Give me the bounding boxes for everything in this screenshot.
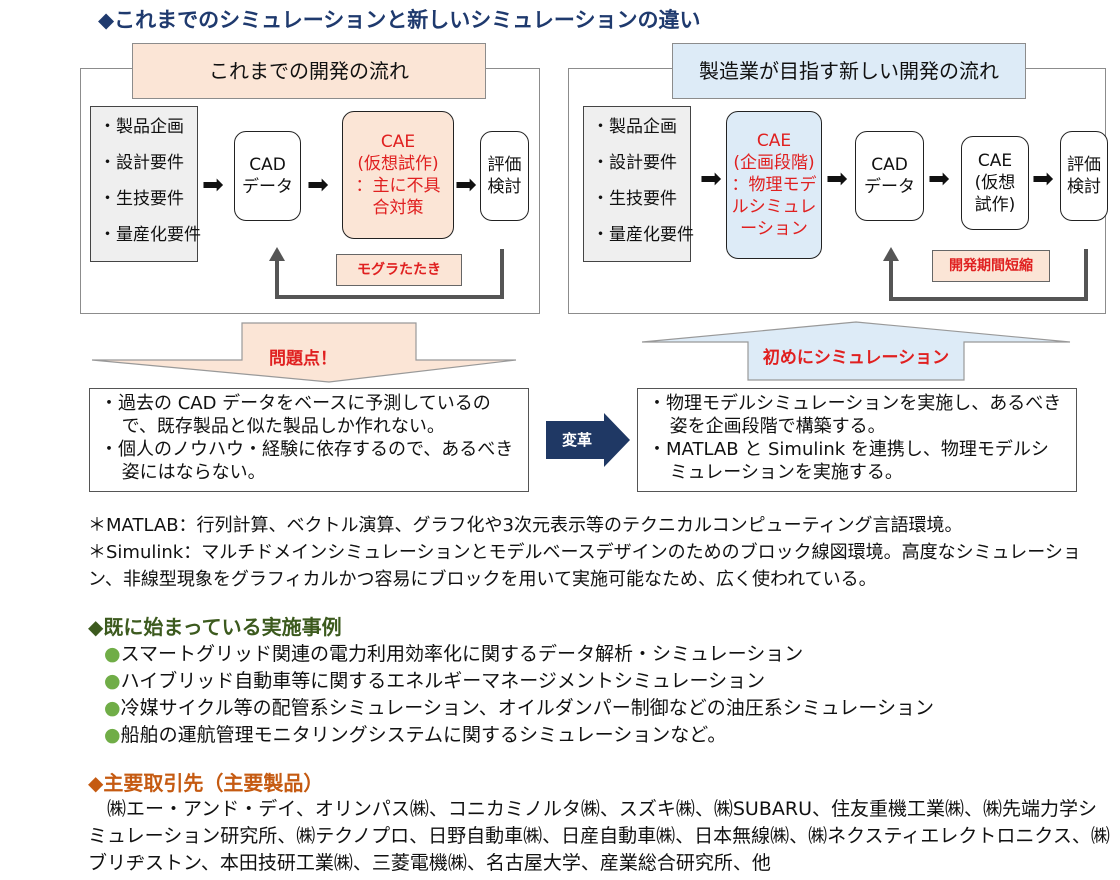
case-item: ●船舶の運航管理モニタリングシステムに関するシミュレーションなど。 — [104, 724, 727, 746]
clients-title: ◆主要取引先（主要製品） — [88, 771, 324, 795]
case-item: ●ハイブリッド自動車等に関するエネルギーマネージメントシミュレーション — [104, 670, 766, 692]
change-arrow — [546, 413, 630, 467]
cases-title: ◆既に始まっている実施事例 — [88, 615, 342, 639]
requirement-item: ・製品企画 — [99, 117, 184, 137]
problem-point: ・個人のノウハウ・経験に依存するので、あるべき姿にはならない。 — [100, 439, 514, 483]
requirement-item: ・設計要件 — [592, 153, 677, 173]
left-loop-label: モグラたたき — [336, 254, 462, 286]
right-cae-box: CAE (企画段階) ：物理モデ ルシミュレ ーション — [726, 111, 822, 259]
right-feedback-loop — [883, 247, 1088, 301]
arrow-right-icon: ➡ — [307, 170, 329, 200]
right-cad-box: CAD データ — [855, 131, 924, 221]
requirement-item: ・量産化要件 — [592, 225, 694, 245]
right-eval-box: 評価 検討 — [1060, 131, 1108, 221]
case-item: ●冷媒サイクル等の配管系シミュレーション、オイルダンパー制御などの油圧系シミュレ… — [104, 697, 934, 719]
arrow-right-icon: ➡ — [202, 170, 224, 200]
arrow-right-icon: ➡ — [455, 170, 477, 200]
bullet-icon: ● — [104, 670, 121, 692]
arrow-right-icon: ➡ — [700, 164, 722, 194]
requirement-item: ・生技要件 — [592, 189, 677, 209]
page-title: ◆これまでのシミュレーションと新しいシミュレーションの違い — [98, 8, 701, 32]
bullet-icon: ● — [104, 724, 121, 746]
problem-point: ・過去の CAD データをベースに予測しているので、既存製品と似た製品しか作れな… — [100, 393, 491, 437]
solution-point: ・物理モデルシミュレーションを実施し、あるべき姿を企画段階で構築する。 — [648, 393, 1062, 437]
right-flow-header: 製造業が目指す新しい開発の流れ — [672, 43, 1026, 99]
left-cae-box: CAE (仮想試作) ：主に不具 合対策 — [342, 111, 454, 239]
right-requirements-list: ・製品企画 ・設計要件 ・生技要件 ・量産化要件 — [583, 106, 694, 262]
arrow-right-icon: ➡ — [826, 164, 848, 194]
left-cad-box: CAD データ — [234, 131, 301, 221]
left-eval-box: 評価 検討 — [480, 131, 529, 221]
solution-point: ・MATLAB と Simulink を連携し、物理モデルシミュレーションを実施… — [648, 439, 1049, 483]
requirement-item: ・生技要件 — [99, 189, 184, 209]
solution-label: 初めにシミュレーション — [762, 348, 950, 368]
left-flow-header: これまでの開発の流れ — [132, 43, 486, 99]
simulink-note: ＊Simulink：マルチドメインシミュレーションとモデルベースデザインのための… — [88, 542, 1081, 590]
case-item: ●スマートグリッド関連の電力利用効率化に関するデータ解析・シミュレーション — [104, 643, 804, 665]
right-cae-trial-box: CAE (仮想 試作) — [961, 136, 1029, 230]
right-loop-label: 開発期間短縮 — [932, 250, 1050, 282]
problem-box: ・過去の CAD データをベースに予測しているので、既存製品と似た製品しか作れな… — [89, 388, 529, 492]
matlab-note: ＊MATLAB：行列計算、ベクトル演算、グラフ化や3次元表示等のテクニカルコンピ… — [88, 515, 963, 536]
bullet-icon: ● — [104, 643, 121, 665]
problem-down-arrow — [91, 322, 517, 383]
change-label: 変革 — [561, 431, 592, 449]
solution-box: ・物理モデルシミュレーションを実施し、あるべき姿を企画段階で構築する。 ・MAT… — [637, 388, 1077, 492]
left-requirements-list: ・製品企画 ・設計要件 ・生技要件 ・量産化要件 — [90, 106, 201, 262]
arrow-right-icon: ➡ — [928, 164, 950, 194]
bullet-icon: ● — [104, 697, 121, 719]
problem-label: 問題点！ — [269, 349, 337, 369]
requirement-item: ・量産化要件 — [99, 225, 201, 245]
requirement-item: ・製品企画 — [592, 117, 677, 137]
clients-text: ㈱エー・アンド・デイ、オリンパス㈱、コニカミノルタ㈱、スズキ㈱、㈱SUBARU、… — [88, 798, 1110, 874]
cases-list: ●スマートグリッド関連の電力利用効率化に関するデータ解析・シミュレーション ●ハ… — [104, 641, 934, 749]
left-feedback-loop — [269, 247, 504, 299]
requirement-item: ・設計要件 — [99, 153, 184, 173]
arrow-right-icon: ➡ — [1032, 164, 1054, 194]
solution-up-arrow — [641, 321, 1071, 381]
